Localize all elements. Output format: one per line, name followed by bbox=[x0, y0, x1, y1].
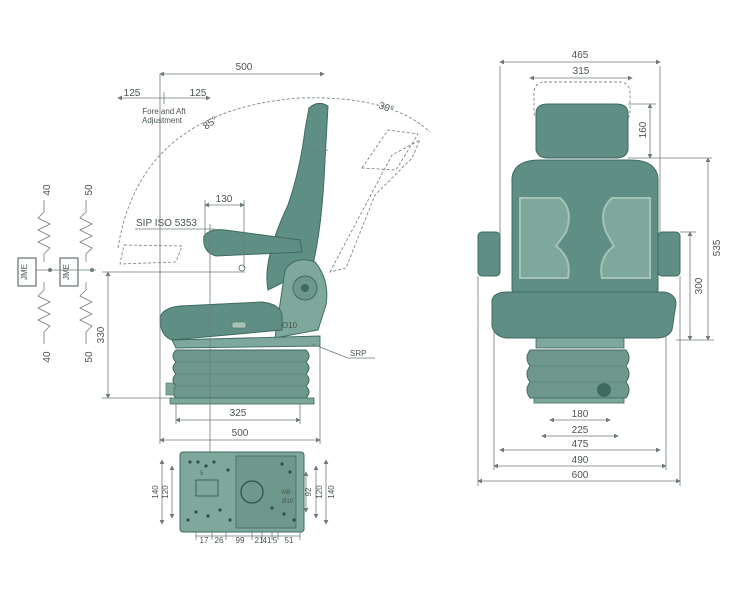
dim-top-500: 500 bbox=[236, 62, 253, 73]
dim-plate-140-left: 140 bbox=[151, 485, 160, 499]
spring-right bbox=[79, 200, 93, 344]
armrest-right bbox=[657, 231, 681, 277]
armrest bbox=[203, 229, 303, 257]
badge-left bbox=[17, 257, 37, 287]
base-hole-m8: M8 bbox=[282, 490, 291, 496]
side-view: 500 125 125 Fore and Aft Adjustment 85° … bbox=[96, 62, 431, 468]
dim-plate-51: 51 bbox=[285, 536, 294, 545]
badge-right bbox=[59, 257, 79, 287]
base-plate-view: 5 M8 Ø10 140 120 140 120 92 17 26 99 21 … bbox=[151, 451, 336, 545]
dim-180: 180 bbox=[572, 409, 589, 420]
spring-left bbox=[37, 200, 51, 344]
dim-535: 535 bbox=[712, 239, 723, 256]
spring-left-top: 40 bbox=[42, 184, 53, 196]
spring-right-top: 50 bbox=[84, 184, 95, 196]
base-label-5: 5 bbox=[200, 471, 204, 477]
dim-160: 160 bbox=[638, 121, 649, 138]
reclined-backrest-outline bbox=[329, 129, 421, 273]
base-center-ring bbox=[240, 480, 264, 504]
fore-aft-label-2: Adjustment bbox=[142, 116, 183, 125]
front-bellows bbox=[526, 349, 630, 399]
seat-handle bbox=[231, 321, 247, 329]
dim-plate-17: 17 bbox=[200, 536, 209, 545]
dim-plate-120-right: 120 bbox=[315, 485, 324, 499]
backrest-panel-left bbox=[519, 197, 570, 279]
folded-armrest-outline bbox=[119, 244, 183, 265]
dim-130: 130 bbox=[216, 194, 233, 205]
dim-490: 490 bbox=[572, 455, 589, 466]
dim-fore-aft-right: 125 bbox=[190, 88, 207, 99]
angle-85: 85° bbox=[201, 115, 220, 133]
side-lever bbox=[165, 382, 175, 396]
armrest-knob bbox=[238, 264, 246, 272]
base-slot bbox=[195, 479, 219, 497]
badge-right-text: JME bbox=[62, 264, 71, 280]
dim-465: 465 bbox=[572, 50, 589, 61]
spring-right-bottom: 50 bbox=[84, 351, 95, 363]
dim-225: 225 bbox=[572, 425, 589, 436]
dim-600: 600 bbox=[572, 470, 589, 481]
sip-label: SIP ISO 5353 bbox=[136, 218, 197, 229]
dim-500-bottom: 500 bbox=[232, 428, 249, 439]
dim-330: 330 bbox=[96, 326, 107, 343]
base-holes bbox=[186, 460, 296, 522]
dim-300: 300 bbox=[694, 277, 705, 294]
backrest-edge bbox=[313, 149, 329, 153]
suspension-icons: 40 40 50 50 JME JME bbox=[17, 184, 96, 363]
srp-leader bbox=[311, 343, 349, 359]
srp-label: SRP bbox=[350, 349, 366, 358]
marking-o10: O10 bbox=[282, 321, 298, 330]
angle-30: 30° bbox=[377, 100, 395, 116]
front-frame bbox=[535, 337, 625, 349]
badge-left-text: JME bbox=[20, 264, 29, 280]
dim-475: 475 bbox=[572, 439, 589, 450]
seat-cushion bbox=[159, 301, 283, 341]
dim-plate-26: 26 bbox=[215, 536, 224, 545]
pivot-center bbox=[301, 284, 309, 292]
base-plate-mechanism bbox=[235, 455, 297, 529]
dim-plate-92: 92 bbox=[304, 487, 313, 496]
dim-plate-5: 5 bbox=[273, 536, 278, 545]
front-knob bbox=[597, 383, 611, 397]
backrest-panel-right bbox=[600, 197, 651, 279]
badge-dot-left bbox=[48, 268, 52, 272]
headrest bbox=[535, 103, 629, 159]
front-seat-cushion bbox=[491, 291, 677, 339]
dim-plate-140-right: 140 bbox=[327, 485, 336, 499]
badge-dot-right bbox=[90, 268, 94, 272]
spring-left-bottom: 40 bbox=[42, 351, 53, 363]
dim-plate-99: 99 bbox=[236, 536, 245, 545]
fore-aft-label-1: Fore and Aft bbox=[142, 107, 186, 116]
front-base bbox=[533, 397, 625, 404]
dim-fore-aft-left: 125 bbox=[124, 88, 141, 99]
recline-arc bbox=[117, 97, 431, 249]
dim-315: 315 bbox=[573, 66, 590, 77]
dim-plate-41: 41 bbox=[263, 536, 272, 545]
dim-plate-120-left: 120 bbox=[161, 485, 170, 499]
dim-plate-21: 21 bbox=[255, 536, 264, 545]
dim-325: 325 bbox=[230, 408, 247, 419]
front-view: 465 315 160 535 300 180 225 475 490 600 bbox=[477, 50, 723, 486]
armrest-left bbox=[477, 231, 501, 277]
base-plate-side bbox=[169, 397, 315, 405]
base-hole-o10: Ø10 bbox=[282, 499, 294, 505]
